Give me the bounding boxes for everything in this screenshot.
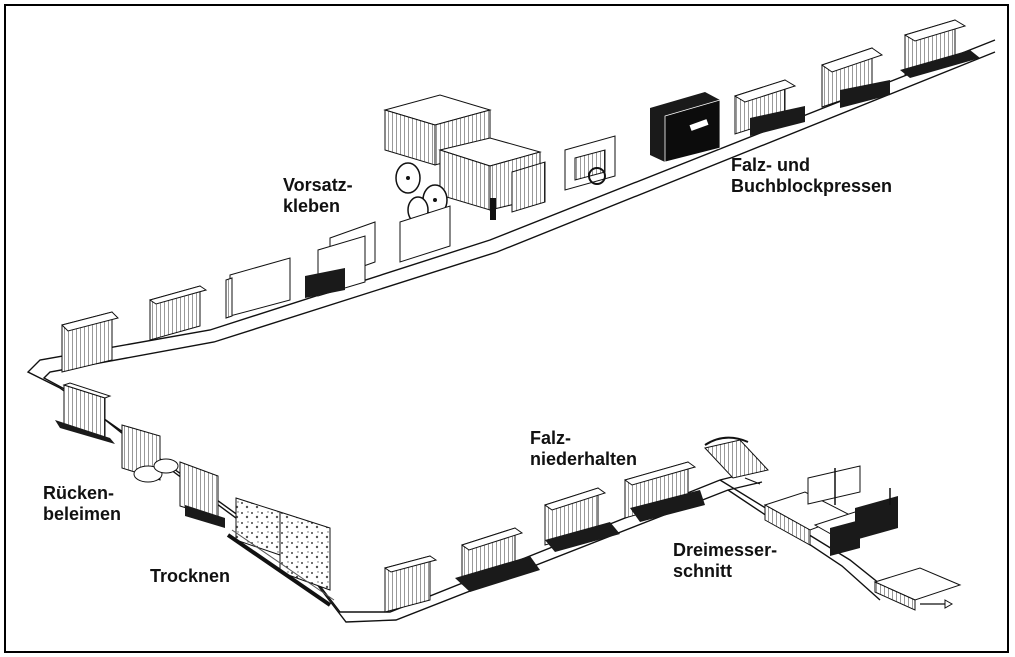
label-falzniederhalten-line2: niederhalten [530,449,637,470]
label-falzniederhalten-line1: Falz- [530,428,637,449]
label-falz-buchblockpressen: Falz- und Buchblockpressen [731,155,892,197]
label-falz-buchblock-line1: Falz- und [731,155,892,176]
label-vorsatzkleben-line2: kleben [283,196,353,217]
label-rueckenbeleimen: Rücken- beleimen [43,483,121,525]
drying-section [228,498,334,605]
label-vorsatzkleben-line1: Vorsatz- [283,175,353,196]
press-station-1 [900,20,980,78]
label-falzniederhalten: Falz- niederhalten [530,428,637,470]
label-dreimesserschnitt: Dreimesser- schnitt [673,540,777,582]
turning-station [565,136,615,190]
label-ruecken-line1: Rücken- [43,483,121,504]
block-press [650,92,720,162]
fold-hold-station-1 [385,556,436,612]
fold-hold-station-3 [545,488,620,552]
trimmer-section [705,438,960,610]
label-trocknen-text: Trocknen [150,566,230,587]
label-vorsatzkleben: Vorsatz- kleben [283,175,353,217]
label-dreimesser-line1: Dreimesser- [673,540,777,561]
fold-hold-station-2 [455,528,540,592]
label-ruecken-line2: beleimen [43,504,121,525]
fold-hold-station-4 [625,462,705,522]
label-trocknen: Trocknen [150,566,230,587]
label-dreimesser-line2: schnitt [673,561,777,582]
label-falz-buchblock-line2: Buchblockpressen [731,176,892,197]
press-station-3 [735,80,805,136]
